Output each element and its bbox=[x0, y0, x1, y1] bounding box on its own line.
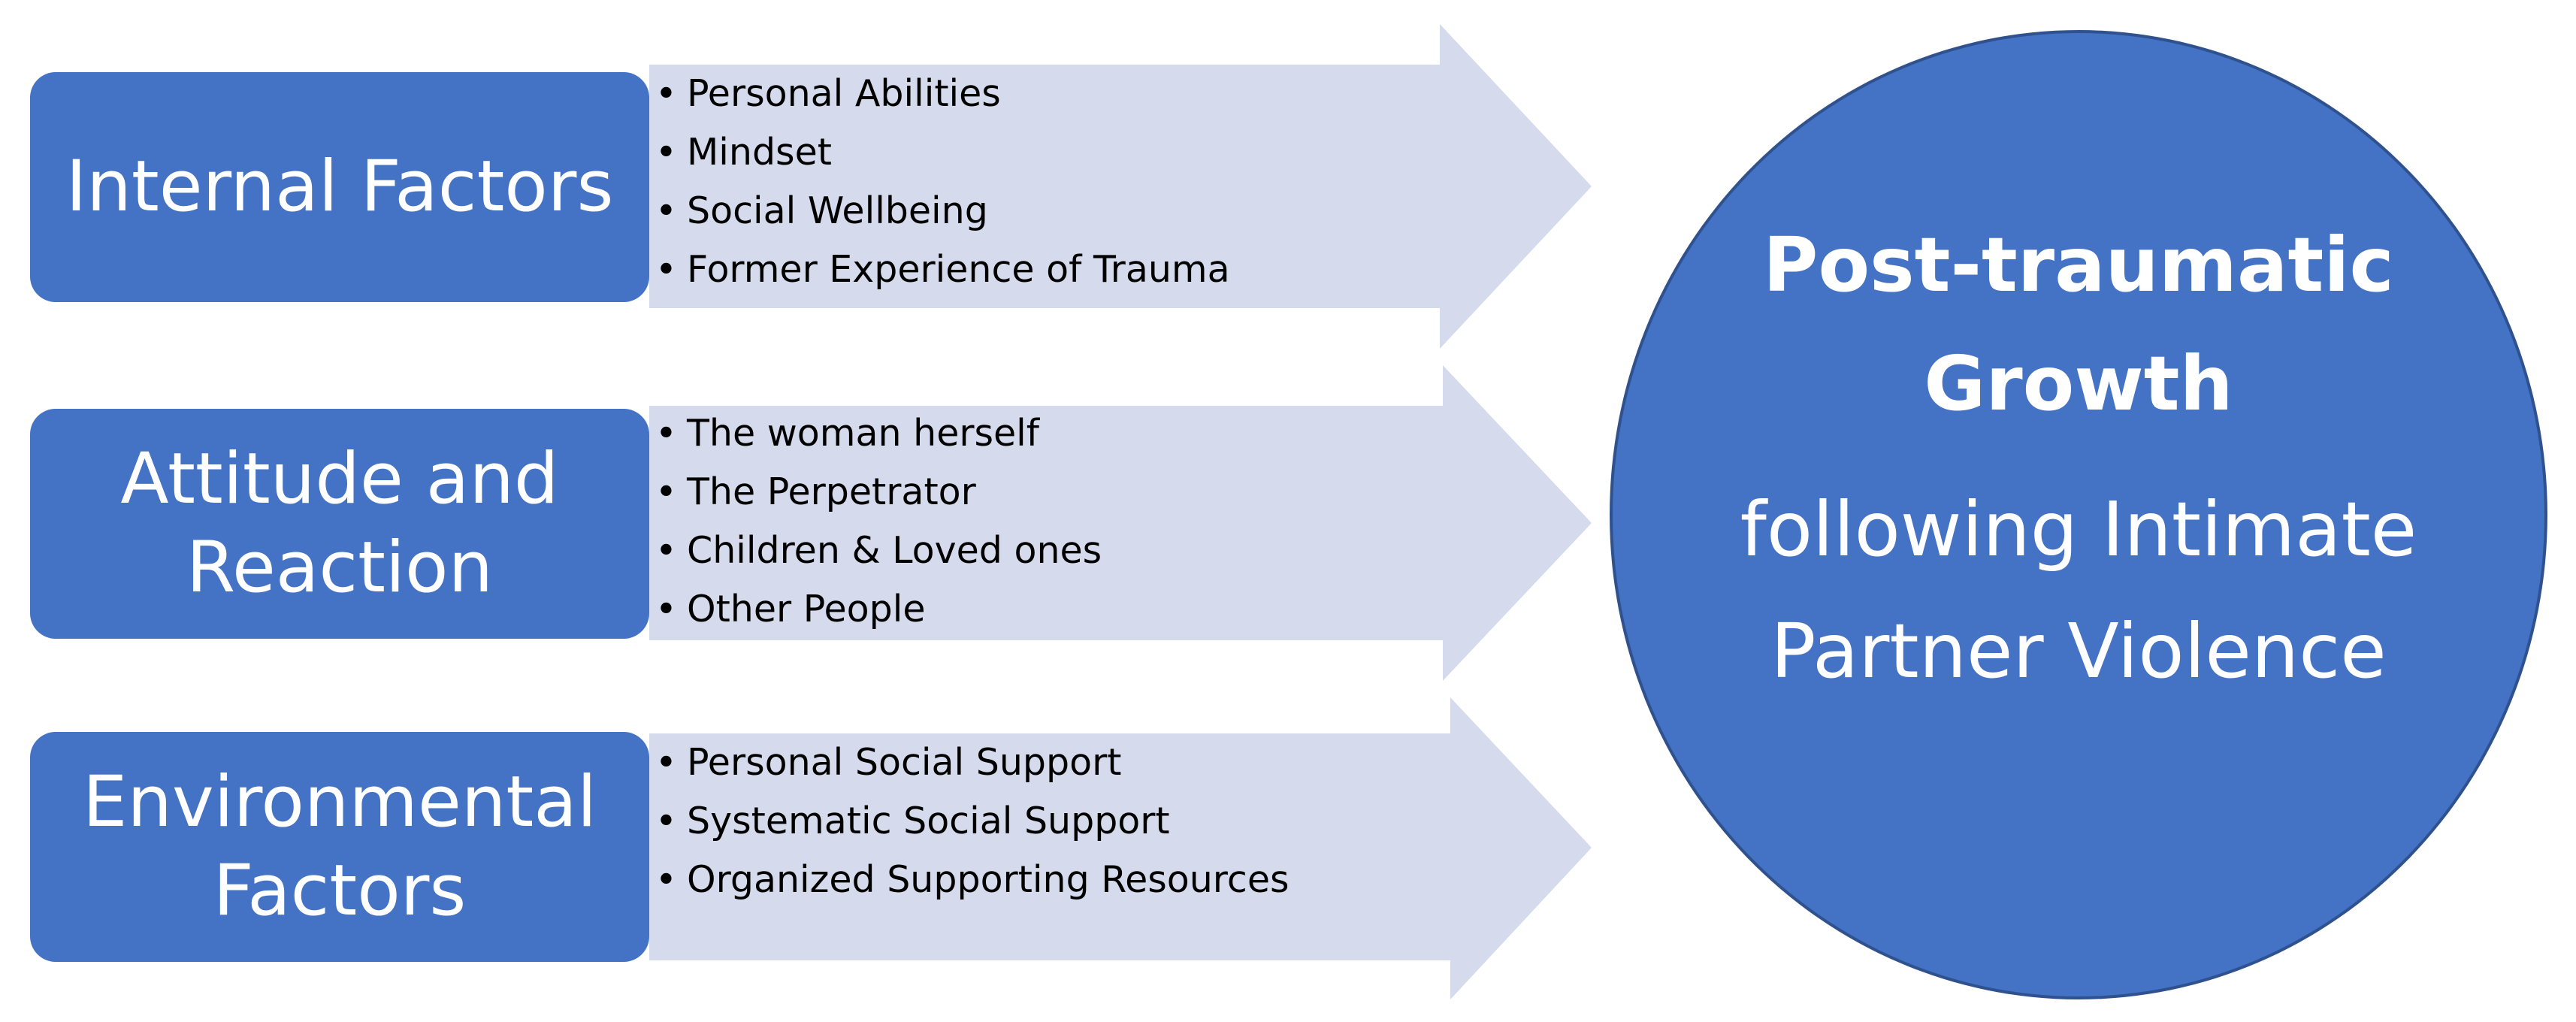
list-item-text: Personal Abilities bbox=[687, 72, 1001, 115]
bullet-icon: • bbox=[655, 741, 677, 784]
factor-box-environmental: Environmental Factors bbox=[30, 732, 649, 962]
factor-label-attitude: Attitude and Reaction bbox=[120, 437, 559, 609]
bullet-icon: • bbox=[655, 248, 677, 291]
bullet-icon: • bbox=[655, 72, 677, 115]
factor-label-environmental: Environmental Factors bbox=[83, 760, 597, 932]
bullet-icon: • bbox=[655, 470, 677, 513]
list-item: •Mindset bbox=[655, 123, 1230, 182]
list-item-text: Systematic Social Support bbox=[687, 800, 1170, 842]
bullet-icon: • bbox=[655, 800, 677, 842]
list-item: •The woman herself bbox=[655, 404, 1102, 463]
list-item: •The Perpetrator bbox=[655, 463, 1102, 522]
list-item: •Other People bbox=[655, 580, 1102, 639]
bullet-icon: • bbox=[655, 189, 677, 232]
list-item: •Personal Social Support bbox=[655, 733, 1290, 792]
list-item-text: Mindset bbox=[687, 131, 832, 174]
factor-box-internal: Internal Factors bbox=[30, 72, 649, 302]
factor-box-attitude: Attitude and Reaction bbox=[30, 409, 649, 639]
bullet-icon: • bbox=[655, 858, 677, 901]
factor-list-internal: •Personal Abilities •Mindset •Social Wel… bbox=[655, 65, 1230, 299]
arrow-attitude-and-reaction bbox=[649, 365, 1592, 681]
list-item-text: The Perpetrator bbox=[687, 470, 976, 513]
bullet-icon: • bbox=[655, 529, 677, 572]
list-item: •Systematic Social Support bbox=[655, 792, 1290, 851]
list-item-text: The woman herself bbox=[687, 412, 1040, 455]
list-item: •Social Wellbeing bbox=[655, 182, 1230, 240]
factor-list-environmental: •Personal Social Support •Systematic Soc… bbox=[655, 733, 1290, 909]
bullet-icon: • bbox=[655, 131, 677, 174]
bullet-icon: • bbox=[655, 588, 677, 630]
list-item: •Personal Abilities bbox=[655, 65, 1230, 123]
list-item: •Organized Supporting Resources bbox=[655, 851, 1290, 909]
list-item-text: Organized Supporting Resources bbox=[687, 858, 1290, 901]
outcome-circle: Post-traumatic Growth following Intimate… bbox=[1610, 30, 2547, 999]
list-item-text: Other People bbox=[687, 588, 926, 630]
factor-list-attitude: •The woman herself •The Perpetrator •Chi… bbox=[655, 404, 1102, 639]
outcome-subtitle: following Intimate Partner Violence bbox=[1740, 485, 2417, 695]
outcome-title: Post-traumatic Growth bbox=[1763, 221, 2394, 428]
arrow-internal-factors bbox=[649, 24, 1592, 349]
list-item-text: Social Wellbeing bbox=[687, 189, 988, 232]
list-item: •Former Experience of Trauma bbox=[655, 240, 1230, 299]
list-item-text: Former Experience of Trauma bbox=[687, 248, 1230, 291]
list-item-text: Children & Loved ones bbox=[687, 529, 1102, 572]
factor-label-internal: Internal Factors bbox=[65, 145, 614, 228]
bullet-icon: • bbox=[655, 412, 677, 455]
list-item: •Children & Loved ones bbox=[655, 522, 1102, 580]
arrow-environmental-factors bbox=[649, 697, 1592, 999]
list-item-text: Personal Social Support bbox=[687, 741, 1122, 784]
